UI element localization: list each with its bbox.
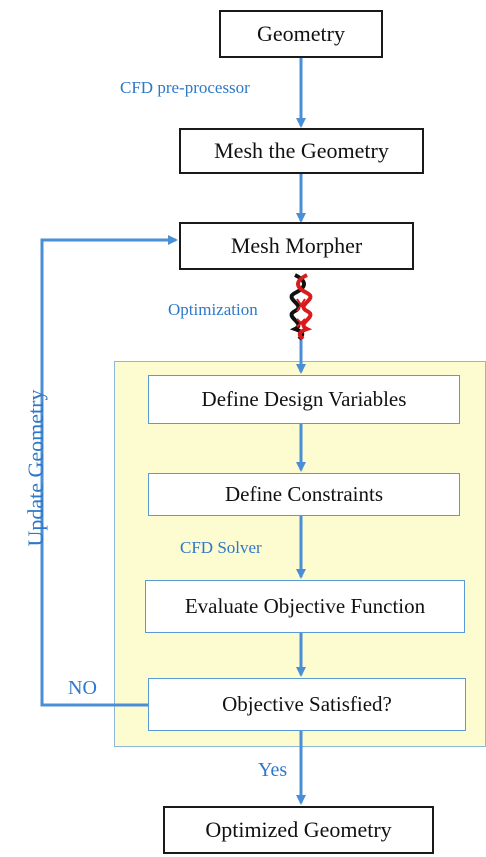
- cfd-preprocessor-label: CFD pre-processor: [120, 78, 250, 97]
- mesh-node: Mesh the Geometry: [179, 128, 424, 174]
- optimized-geometry-node: Optimized Geometry: [163, 806, 434, 854]
- cfd-solver-label: CFD Solver: [180, 538, 262, 557]
- yes-label: Yes: [258, 759, 288, 781]
- no-label: NO: [68, 677, 97, 699]
- evaluate-objective-node: Evaluate Objective Function: [145, 580, 465, 633]
- constraints-node: Define Constraints: [148, 473, 460, 516]
- update-geometry-label: Update Geometry: [23, 389, 48, 547]
- geometry-node: Geometry: [219, 10, 383, 58]
- design-variables-node: Define Design Variables: [148, 375, 460, 424]
- mesh-morpher-node: Mesh Morpher: [179, 222, 414, 270]
- optimization-label: Optimization: [168, 300, 258, 319]
- twisted-link-icon: [289, 273, 313, 341]
- objective-satisfied-node: Objective Satisfied?: [148, 678, 466, 731]
- arrow-no-feedback-loop: [40, 235, 178, 707]
